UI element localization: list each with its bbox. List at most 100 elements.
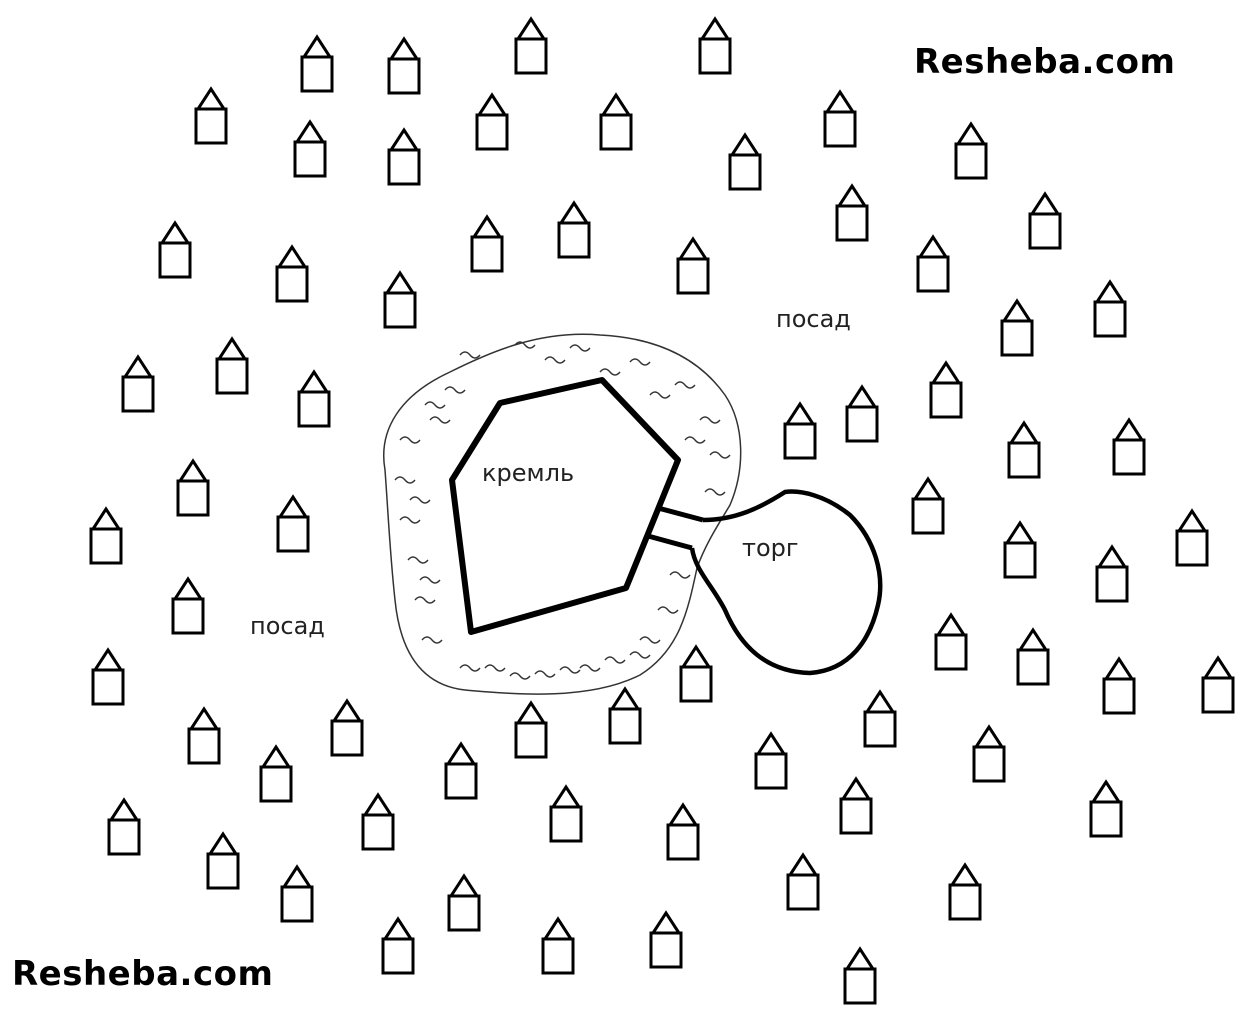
wave-mark (535, 671, 555, 677)
house (847, 387, 877, 441)
house (363, 795, 393, 849)
house (668, 805, 698, 859)
house (516, 19, 546, 73)
posad-label-east: посад (776, 305, 851, 333)
wave-mark (630, 652, 650, 658)
house (123, 357, 153, 411)
house (837, 186, 867, 240)
house (551, 787, 581, 841)
house (1002, 301, 1032, 355)
house (931, 363, 961, 417)
wave-mark (570, 345, 590, 351)
house (277, 247, 307, 301)
watermark-top: Resheba.com (914, 42, 1175, 82)
wave-mark (560, 667, 580, 673)
wave-mark (460, 352, 480, 358)
house (160, 223, 190, 277)
wave-mark (445, 387, 465, 393)
house (543, 919, 573, 973)
house (601, 95, 631, 149)
house (196, 89, 226, 143)
house (1005, 523, 1035, 577)
house (217, 339, 247, 393)
wave-mark (422, 637, 442, 643)
house (446, 744, 476, 798)
posad-label-west: посад (250, 612, 325, 640)
wave-mark (600, 369, 620, 375)
house (1114, 420, 1144, 474)
house (332, 701, 362, 755)
house (1009, 423, 1039, 477)
house (189, 709, 219, 763)
house (109, 800, 139, 854)
kremlin-wall (452, 380, 678, 632)
house (449, 876, 479, 930)
wave-mark (710, 452, 730, 458)
wave-mark (408, 557, 428, 563)
house (383, 919, 413, 973)
wave-mark (400, 437, 420, 443)
house (1177, 511, 1207, 565)
house (295, 122, 325, 176)
house (610, 689, 640, 743)
wave-mark (700, 417, 720, 423)
wave-mark (430, 417, 450, 423)
house (278, 497, 308, 551)
house (1097, 547, 1127, 601)
wave-mark (580, 665, 600, 671)
house (282, 867, 312, 921)
wave-mark (425, 402, 445, 408)
wave-mark (415, 597, 435, 603)
wave-mark (670, 572, 690, 578)
house (385, 273, 415, 327)
house (681, 647, 711, 701)
house (516, 703, 546, 757)
wave-mark (675, 382, 695, 388)
house (700, 19, 730, 73)
wave-mark (400, 517, 420, 523)
wave-mark (395, 477, 415, 483)
house (678, 239, 708, 293)
house (956, 124, 986, 178)
watermark-bottom: Resheba.com (12, 954, 273, 994)
house (651, 913, 681, 967)
house (477, 95, 507, 149)
house (173, 579, 203, 633)
kremlin-label: кремль (482, 459, 574, 487)
house (918, 237, 948, 291)
wave-mark (545, 357, 565, 363)
house (936, 615, 966, 669)
wave-mark (605, 657, 625, 663)
market-label: торг (742, 534, 799, 562)
wave-mark (640, 637, 660, 643)
wave-mark (650, 392, 670, 398)
house (1095, 282, 1125, 336)
house (208, 834, 238, 888)
house (299, 372, 329, 426)
house (389, 130, 419, 184)
house (974, 727, 1004, 781)
house (785, 404, 815, 458)
house (91, 509, 121, 563)
wave-mark (630, 359, 650, 365)
wave-mark (485, 665, 505, 671)
house (389, 39, 419, 93)
wave-mark (515, 342, 535, 348)
house (302, 37, 332, 91)
wave-mark (705, 489, 725, 495)
wave-mark (658, 607, 678, 613)
house (1091, 782, 1121, 836)
house (913, 479, 943, 533)
wave-mark (685, 437, 705, 443)
house (1104, 659, 1134, 713)
wave-mark (460, 665, 480, 671)
house (178, 461, 208, 515)
house (865, 692, 895, 746)
house (788, 855, 818, 909)
house (559, 203, 589, 257)
house (756, 734, 786, 788)
house (730, 135, 760, 189)
bridge-upper (658, 508, 703, 520)
market-square-outline (692, 492, 880, 673)
